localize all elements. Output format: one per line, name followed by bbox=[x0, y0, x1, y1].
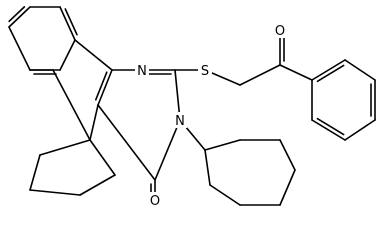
bond-cp-4 bbox=[79, 174, 116, 196]
bond-phenyl-4 bbox=[311, 119, 346, 141]
bond-benzo-double-2 bbox=[64, 8, 78, 36]
bond-phenyl-0 bbox=[311, 59, 346, 81]
bond-fused-1 bbox=[74, 39, 113, 71]
bond-co-phenyl bbox=[279, 64, 313, 81]
bond-c3-c5 bbox=[97, 104, 156, 181]
bond-spiro-c5 bbox=[89, 104, 99, 141]
atom-label-s: S bbox=[201, 64, 209, 79]
bond-cyclohexyl-0 bbox=[204, 149, 211, 186]
bond-benzo-0 bbox=[8, 6, 31, 28]
bond-phenyl-1 bbox=[344, 59, 376, 81]
bond-phenyl-double-1 bbox=[316, 64, 345, 83]
bond-cp-5 bbox=[89, 139, 116, 176]
atom-label-background bbox=[135, 62, 149, 78]
bond-ch2-spiro bbox=[52, 69, 91, 141]
atom-label-n: N bbox=[137, 64, 147, 79]
bond-c1-c5 bbox=[97, 69, 113, 106]
bond-benzo-double-1 bbox=[8, 6, 26, 23]
atom-label-background bbox=[148, 192, 162, 208]
bond-n2-c3 bbox=[154, 119, 181, 181]
atom-label-o: O bbox=[275, 24, 285, 39]
bond-c2-n2 bbox=[174, 69, 181, 121]
atom-label-background bbox=[173, 112, 187, 128]
bond-benzo-2 bbox=[59, 6, 76, 41]
bond-benzo-5 bbox=[8, 26, 31, 71]
molecule-structure: N S O N O bbox=[8, 6, 376, 208]
bond-phenyl-double-3 bbox=[316, 117, 345, 136]
bond-cp-2 bbox=[29, 154, 41, 191]
atom-label-background bbox=[198, 62, 212, 78]
bond-c1-c5-double bbox=[94, 71, 108, 101]
bond-cyclohexyl-1 bbox=[209, 184, 241, 206]
bond-ch2-co bbox=[239, 64, 281, 86]
bond-phenyl-3 bbox=[344, 119, 376, 141]
bond-cp-3 bbox=[29, 189, 81, 196]
atom-label-n: N bbox=[175, 114, 185, 129]
atom-label-background bbox=[273, 22, 287, 38]
bond-cyclohexyl-3 bbox=[279, 169, 296, 206]
atom-label-o: O bbox=[150, 194, 160, 208]
bond-cyclohexyl-6 bbox=[204, 139, 241, 151]
bond-benzo-3 bbox=[59, 39, 76, 71]
bond-cyclohexyl-4 bbox=[279, 139, 296, 171]
bond-cp-1 bbox=[39, 139, 91, 156]
